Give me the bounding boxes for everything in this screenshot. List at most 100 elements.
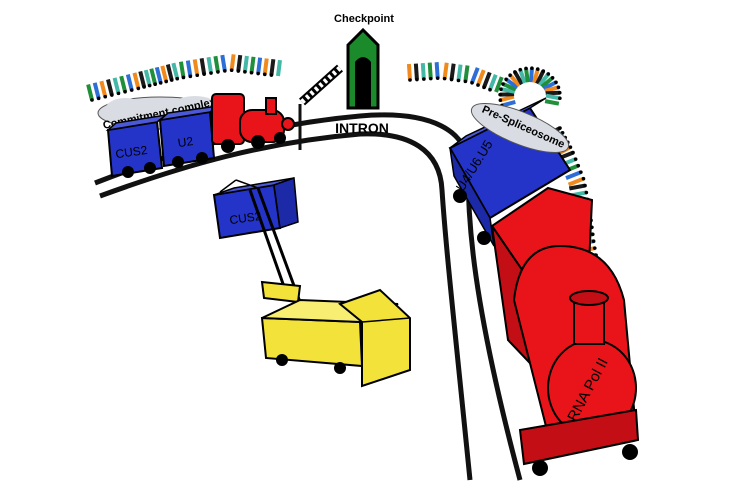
rna-backbone-dot — [498, 98, 503, 102]
rna-base-mark — [482, 71, 492, 89]
rna-base-mark — [92, 82, 101, 99]
rna-base-mark — [567, 176, 585, 187]
rna-backbone-dot — [488, 87, 492, 92]
rna-base-mark — [106, 79, 114, 96]
rna-backbone-dot — [147, 83, 152, 88]
rna-base-mark — [160, 65, 169, 82]
rna-backbone-dot — [256, 71, 260, 76]
rna-base-mark — [434, 62, 440, 79]
rna-backbone-dot — [110, 93, 114, 97]
rna-backbone-dot — [103, 94, 108, 99]
rna-base-mark — [406, 63, 412, 81]
rna-backbone-dot — [554, 80, 558, 85]
rna-backbone-dot — [96, 96, 101, 101]
rna-backbone-dot — [558, 96, 562, 101]
rna-base-mark — [488, 74, 498, 91]
rna-base-mark — [544, 85, 559, 93]
rna-backbone-dot — [422, 77, 426, 81]
car-cus2-label: CUS2 — [115, 143, 149, 161]
rna-base-mark — [154, 66, 163, 84]
rna-base-mark — [524, 68, 530, 83]
rna-backbone-dot — [129, 88, 134, 92]
rna-backbone-dot — [558, 126, 562, 130]
rna-base-mark — [518, 69, 527, 84]
rna-backbone-dot — [518, 67, 523, 72]
rna-base-mark — [119, 75, 128, 93]
rna-backbone-dot — [435, 76, 440, 80]
rna-base-mark — [178, 61, 186, 78]
rna-base-mark — [540, 76, 554, 89]
rna-backbone-dot — [164, 79, 169, 84]
rna-base-mark — [171, 62, 180, 80]
rna-backbone-dot — [195, 73, 200, 78]
rna-base-mark — [442, 62, 449, 79]
rna-backbone-dot — [181, 75, 186, 80]
rna-backbone-dot — [470, 80, 474, 85]
rna-base-mark — [132, 72, 141, 89]
rna-base-mark — [269, 59, 276, 76]
crane-box-label: CUS2 — [229, 209, 263, 227]
rna-base-mark — [143, 69, 152, 87]
rna-base-mark — [470, 67, 480, 84]
rna-base-mark — [542, 80, 557, 91]
rna-backbone-dot — [504, 77, 508, 82]
rna-base-mark — [229, 54, 236, 71]
rna-backbone-dot — [169, 78, 174, 82]
rna-base-mark — [165, 64, 174, 81]
rna-backbone-dot — [456, 78, 461, 83]
rna-base-mark — [513, 70, 524, 86]
rna-base-mark — [508, 73, 521, 87]
train-engine-icon — [211, 93, 295, 153]
rna-backbone-dot — [269, 73, 274, 77]
checkpoint-gate-icon — [298, 27, 380, 110]
rna-base-mark — [568, 183, 586, 191]
rna-backbone-dot — [153, 82, 157, 87]
car-u2-label: U2 — [177, 134, 194, 150]
rna-base-mark — [138, 70, 147, 88]
rna-backbone-dot — [579, 170, 583, 174]
rna-base-mark — [535, 70, 546, 85]
rna-base-mark — [185, 60, 193, 77]
rna-backbone-dot — [216, 70, 220, 74]
rna-backbone-dot — [236, 69, 241, 73]
rna-backbone-dot — [546, 72, 551, 76]
rna-pol-ii-engine — [490, 186, 640, 476]
rna-backbone-dot — [136, 86, 141, 91]
rna-base-mark — [494, 76, 504, 93]
rna-base-mark — [538, 72, 550, 87]
rna-backbone-dot — [573, 157, 578, 161]
rna-backbone-dot — [557, 90, 562, 95]
rna-backbone-dot — [90, 98, 94, 102]
rna-backbone-dot — [590, 232, 595, 237]
rna-backbone-dot — [571, 150, 575, 155]
rna-backbone-dot — [568, 145, 573, 149]
rna-backbone-dot — [262, 72, 267, 77]
rna-base-mark — [262, 58, 269, 75]
rna-backbone-dot — [223, 69, 227, 73]
rna-backbone-dot — [476, 83, 480, 87]
rna-base-mark — [502, 82, 517, 92]
rna-backbone-dot — [158, 81, 163, 85]
rna-backbone-dot — [592, 246, 597, 250]
rna-base-mark — [149, 68, 158, 85]
rna-backbone-dot — [229, 68, 234, 73]
rna-backbone-dot — [175, 76, 180, 81]
rna-backbone-dot — [583, 183, 587, 188]
rna-base-mark — [112, 77, 121, 94]
car-cus2-left — [105, 114, 167, 178]
rna-base-mark — [236, 54, 243, 72]
rna-base-mark — [532, 68, 540, 84]
rna-base-mark — [501, 100, 516, 108]
rna-base-mark — [213, 55, 220, 73]
rna-base-mark — [565, 170, 582, 180]
rna-backbone-dot — [576, 163, 581, 168]
rna-base-mark — [544, 99, 560, 106]
rna-base-mark — [427, 62, 433, 79]
rna-backbone-dot — [556, 85, 561, 90]
rna-backbone-dot — [116, 91, 121, 96]
rna-backbone-dot — [442, 76, 447, 81]
rna-backbone-dot — [530, 66, 534, 71]
rna-backbone-dot — [123, 89, 127, 94]
rna-backbone-dot — [463, 79, 468, 84]
